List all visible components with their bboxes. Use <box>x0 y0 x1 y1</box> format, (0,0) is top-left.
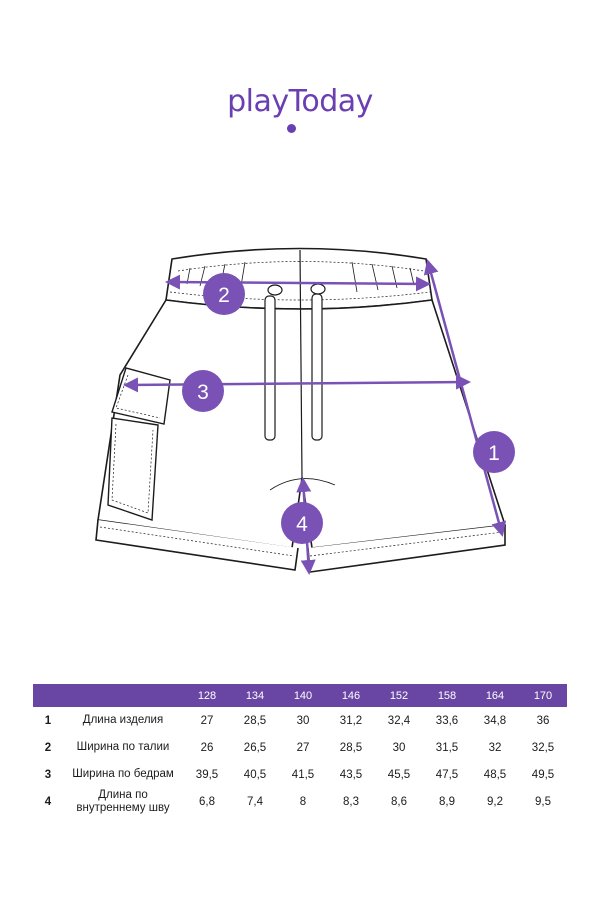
marker-2: 2 <box>203 273 245 315</box>
svg-text:2: 2 <box>218 284 230 307</box>
table-cell: 30 <box>296 714 310 727</box>
table-cell: 8,3 <box>343 795 359 808</box>
size-col: 140 <box>279 684 327 707</box>
table-cell: 49,5 <box>531 768 555 781</box>
row-label: Длина по внутреннему шву <box>76 788 170 814</box>
table-cell: 27 <box>296 741 310 754</box>
table-cell: 26 <box>200 741 214 754</box>
row-label: Ширина по талии <box>76 741 170 753</box>
marker-4: 4 <box>281 502 323 544</box>
size-col: 134 <box>231 684 279 707</box>
table-cell: 28,5 <box>243 714 267 727</box>
table-cell: 8 <box>299 795 307 808</box>
svg-text:4: 4 <box>296 513 308 536</box>
table-cell: 6,8 <box>199 795 215 808</box>
table-cell: 8,9 <box>439 795 455 808</box>
size-col: 158 <box>423 684 471 707</box>
logo-dot <box>287 124 296 133</box>
size-col: 170 <box>519 684 567 707</box>
row-number: 1 <box>44 714 52 727</box>
table-cell: 36 <box>536 714 550 727</box>
table-row: 1 Длина изделия 27 28,5 30 31,2 32,4 33,… <box>33 707 567 734</box>
table-cell: 32 <box>488 741 502 754</box>
table-cell: 9,5 <box>535 795 551 808</box>
table-cell: 33,6 <box>435 714 459 727</box>
row-number: 4 <box>44 795 52 808</box>
table-row: 4 Длина по внутреннему шву 6,8 7,4 8 8,3… <box>33 788 567 815</box>
table-cell: 27 <box>200 714 214 727</box>
table-cell: 9,2 <box>487 795 503 808</box>
table-cell: 41,5 <box>291 768 315 781</box>
table-cell: 43,5 <box>339 768 363 781</box>
table-cell: 8,6 <box>391 795 407 808</box>
brand-logo: playToday <box>227 84 373 119</box>
size-col: 152 <box>375 684 423 707</box>
table-cell: 47,5 <box>435 768 459 781</box>
size-col: 128 <box>183 684 231 707</box>
marker-1: 1 <box>473 431 515 473</box>
svg-text:1: 1 <box>488 442 500 465</box>
size-col: 164 <box>471 684 519 707</box>
marker-3: 3 <box>182 370 224 412</box>
table-cell: 40,5 <box>243 768 267 781</box>
size-col: 146 <box>327 684 375 707</box>
table-cell: 32,5 <box>531 741 555 754</box>
table-cell: 34,8 <box>483 714 507 727</box>
table-row: 2 Ширина по талии 26 26,5 27 28,5 30 31,… <box>33 734 567 761</box>
row-number: 2 <box>44 741 52 754</box>
table-cell: 7,4 <box>247 795 263 808</box>
row-label: Ширина по бедрам <box>72 768 174 780</box>
table-cell: 30 <box>392 741 406 754</box>
cargo-pocket <box>107 417 159 521</box>
row-number: 3 <box>44 768 52 781</box>
size-table: 128 134 140 146 152 158 164 170 1 Длина … <box>33 684 567 815</box>
table-cell: 39,5 <box>195 768 219 781</box>
table-row: 3 Ширина по бедрам 39,5 40,5 41,5 43,5 4… <box>33 761 567 788</box>
hips-arrow <box>123 374 471 393</box>
table-cell: 45,5 <box>387 768 411 781</box>
table-cell: 31,2 <box>339 714 363 727</box>
row-label: Длина изделия <box>82 714 164 726</box>
table-cell: 32,4 <box>387 714 411 727</box>
svg-text:3: 3 <box>197 381 209 404</box>
size-header-row: 128 134 140 146 152 158 164 170 <box>33 684 567 707</box>
table-cell: 48,5 <box>483 768 507 781</box>
table-cell: 31,5 <box>435 741 459 754</box>
table-cell: 28,5 <box>339 741 363 754</box>
table-cell: 26,5 <box>243 741 267 754</box>
length-arrow <box>423 259 507 537</box>
